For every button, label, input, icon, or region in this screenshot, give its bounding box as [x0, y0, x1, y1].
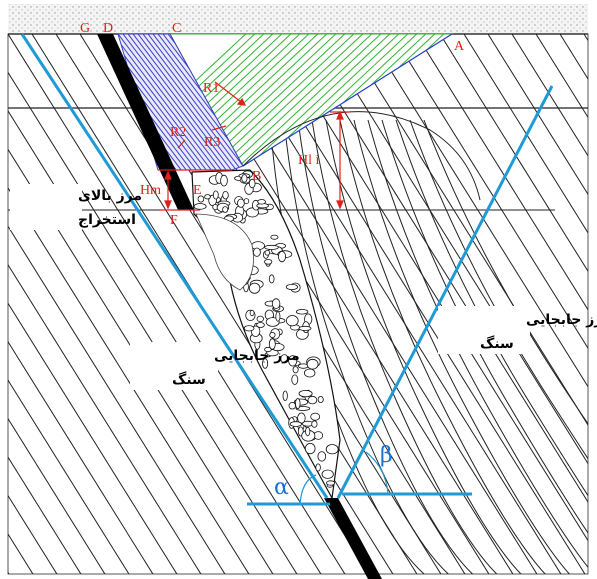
radius-label-r2: R2 — [170, 125, 186, 140]
point-label-g: G — [80, 21, 90, 36]
angle-arcs — [299, 451, 389, 505]
ore-body-lower — [324, 498, 382, 579]
point-label-a: A — [454, 39, 465, 54]
height-label-hli: Hl i — [298, 153, 320, 168]
extraction-upper-boundary-line2: استخراج — [78, 212, 136, 228]
radius-label-r1: R1 — [203, 81, 219, 96]
point-label-f: F — [170, 213, 178, 228]
slip-line-a-b — [242, 33, 453, 167]
rock-displacement-boundary-right-label: مرز جابجایی سنگ — [438, 306, 597, 354]
rock-displacement-right-line2: سنگ — [480, 335, 514, 352]
height-label-hm: Hm — [140, 183, 161, 198]
influence-arc — [242, 111, 481, 201]
rock-displacement-left-line1: مرز جابجایی — [214, 348, 300, 364]
point-label-e: E — [193, 183, 202, 198]
ground-surface-band — [8, 4, 588, 34]
rock-displacement-boundary-left-label: مرز جابجایی سنگ — [130, 342, 300, 390]
extraction-upper-boundary-label: مرز بالای استخراج — [10, 184, 142, 230]
displacement-boundaries — [20, 33, 554, 506]
rock-displacement-right-line1: مرز جابجایی — [526, 312, 597, 328]
point-label-c: C — [172, 21, 181, 36]
point-label-b: B — [252, 169, 261, 184]
angle-label-alpha: α — [274, 475, 289, 500]
ore-body-upper — [97, 34, 194, 210]
cavity — [195, 213, 254, 291]
dimension-lines — [158, 81, 350, 211]
angle-label-beta: β — [380, 443, 393, 468]
extraction-upper-boundary-line1: مرز بالای — [78, 188, 142, 204]
radius-label-r3: R3 — [204, 135, 220, 150]
point-label-d: D — [103, 21, 113, 36]
rock-displacement-left-line2: سنگ — [172, 371, 206, 388]
